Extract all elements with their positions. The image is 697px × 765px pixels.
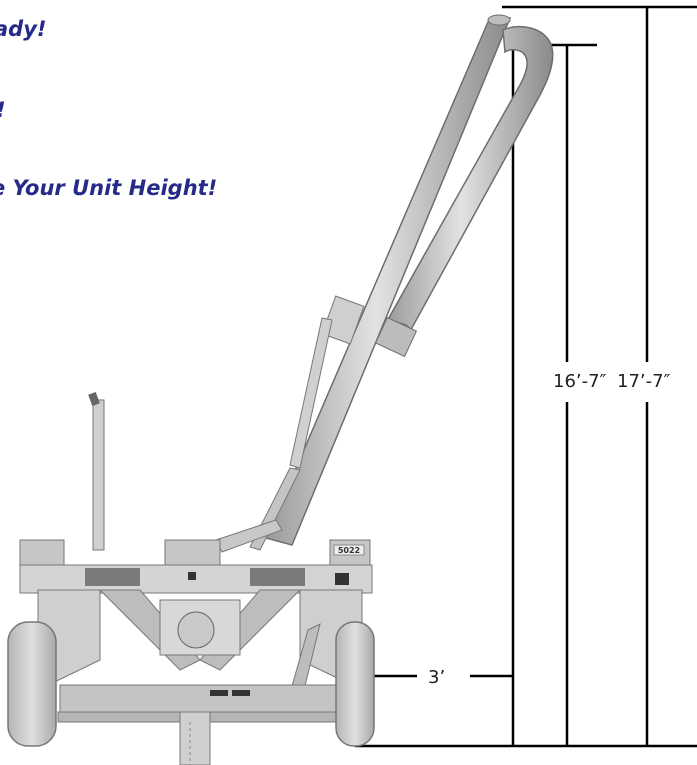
rear-mast bbox=[88, 391, 105, 551]
overall-height-label: 17’-7″ bbox=[617, 371, 671, 392]
auger-top-cap bbox=[487, 14, 511, 26]
wheels bbox=[7, 621, 375, 747]
spout-height-label: 16’-7″ bbox=[553, 371, 607, 392]
model-plate bbox=[333, 544, 365, 556]
frame-slot-right bbox=[250, 568, 305, 586]
center-bolt bbox=[188, 572, 196, 580]
model-plate-text: 5022 bbox=[338, 546, 360, 555]
axle-detail-2 bbox=[232, 690, 250, 696]
headline-line-3: e Your Unit Height! bbox=[0, 176, 218, 200]
headline-line-2: ! bbox=[0, 98, 6, 122]
drive-pulley bbox=[177, 611, 215, 649]
hydraulic-cylinder bbox=[289, 317, 333, 469]
mast-post bbox=[92, 399, 105, 551]
left-wheel bbox=[7, 621, 57, 747]
side-lamp bbox=[335, 573, 349, 585]
hitch bbox=[179, 711, 211, 765]
auger bbox=[215, 14, 554, 553]
dimension-lines bbox=[355, 5, 697, 748]
spout-hood bbox=[374, 316, 418, 358]
frame-slot-left bbox=[85, 568, 140, 586]
mast-light-icon bbox=[88, 391, 100, 407]
axle-detail-1 bbox=[210, 690, 228, 696]
frame: 5022 bbox=[19, 539, 373, 765]
right-wheel bbox=[335, 621, 375, 747]
headline-line-1: ady! bbox=[0, 17, 47, 41]
lift-bracket bbox=[321, 295, 365, 345]
offset-width-label: 3’ bbox=[428, 667, 446, 688]
main-auger-tube bbox=[264, 17, 512, 546]
axle-beam bbox=[59, 684, 361, 714]
